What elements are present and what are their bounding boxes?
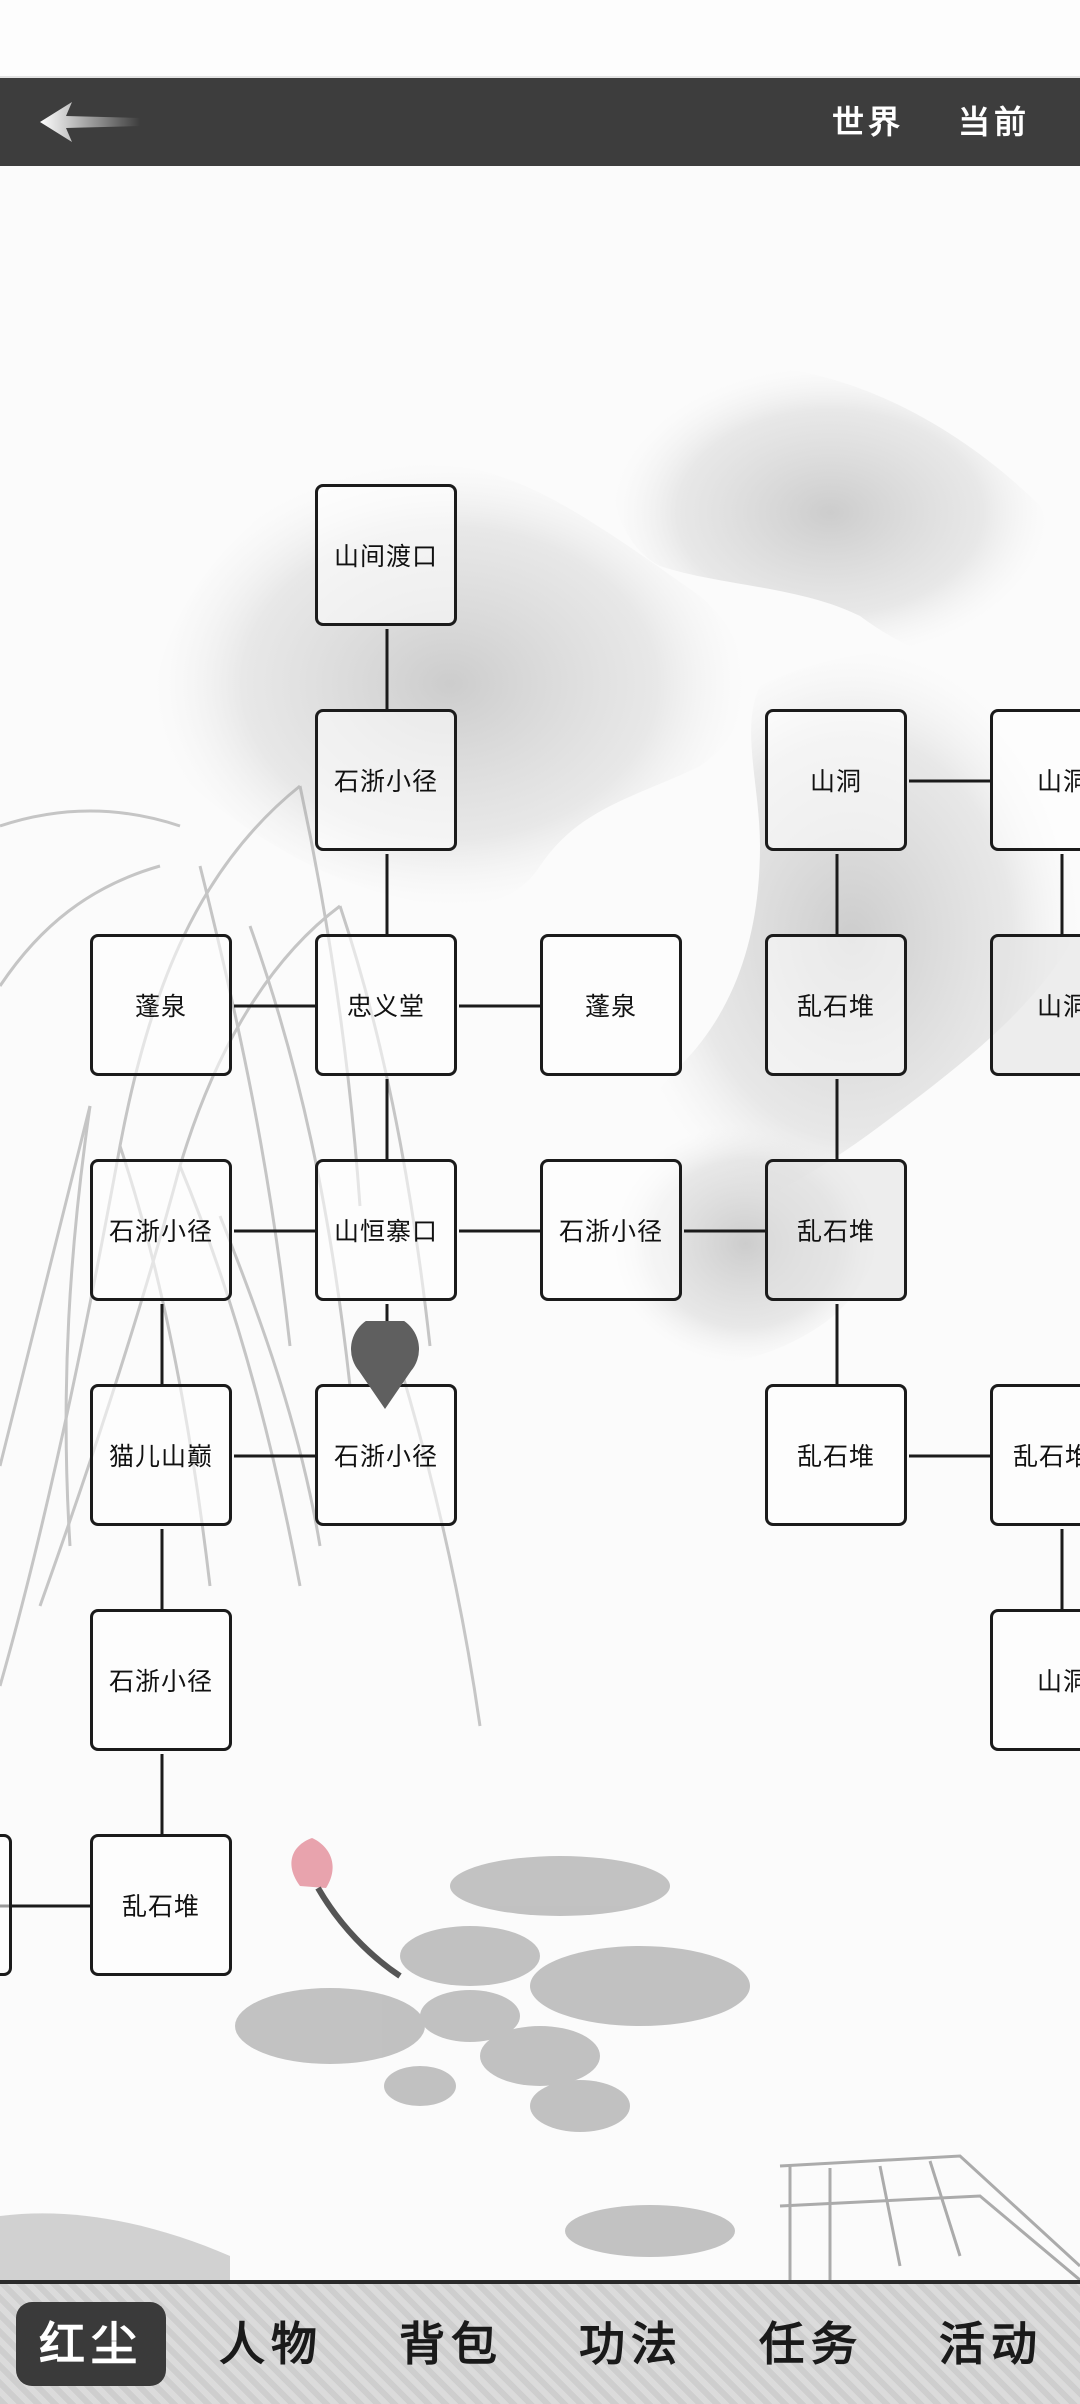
- map-node-luanshi-dui-3[interactable]: 乱石堆: [765, 1384, 907, 1526]
- map-node-shizhe-xiaojing[interactable]: 石浙小径: [315, 709, 457, 851]
- map-node-pengquan-left[interactable]: 蓬泉: [90, 934, 232, 1076]
- map-node-shandong-right-2[interactable]: 山洞: [990, 934, 1080, 1076]
- location-pin-icon: [351, 1321, 419, 1409]
- tab-gongfa[interactable]: 功法: [579, 2317, 683, 2371]
- map-node-luanshi-dui-5[interactable]: 乱石堆: [90, 1834, 232, 1976]
- map-node-shanheng-zhaikou[interactable]: 山恒寨口: [315, 1159, 457, 1301]
- map-node-zhongyi-tang[interactable]: 忠义堂: [315, 934, 457, 1076]
- world-map-button[interactable]: 世界: [832, 103, 905, 141]
- map-node-shizhe-xiaojing-east[interactable]: 石浙小径: [540, 1159, 682, 1301]
- map-connections: [0, 629, 1064, 1908]
- map-view: 山间渡口 石浙小径 山洞 山洞 蓬泉 忠义堂 蓬泉 乱石堆 山洞 石浙小径 山恒…: [0, 166, 1080, 2280]
- bottom-nav: 红尘 人物 背包 功法 任务 活动: [0, 2280, 1080, 2404]
- tab-hongchen[interactable]: 红尘: [16, 2302, 166, 2386]
- tab-renwu-quest[interactable]: 任务: [759, 2317, 863, 2371]
- current-map-button[interactable]: 当前: [958, 103, 1031, 141]
- map-node-shizhe-xiaojing-south[interactable]: 石浙小径: [90, 1609, 232, 1751]
- map-node-luanshi-dui[interactable]: 乱石堆: [765, 934, 907, 1076]
- map-node-shanjian-dukou[interactable]: 山间渡口: [315, 484, 457, 626]
- map-node-luanshi-dui-2[interactable]: 乱石堆: [765, 1159, 907, 1301]
- tab-beibao[interactable]: 背包: [399, 2317, 503, 2371]
- map-node-shandong-right[interactable]: 山洞: [990, 709, 1080, 851]
- tab-huodong[interactable]: 活动: [939, 2317, 1043, 2371]
- map-node-shandong-right-3[interactable]: 山洞: [990, 1609, 1080, 1751]
- top-bar: 世界 当前: [0, 78, 1080, 166]
- map-node-shandong[interactable]: 山洞: [765, 709, 907, 851]
- map-node-luanshi-dui-4[interactable]: 乱石堆: [990, 1384, 1080, 1526]
- map-node-maoer-shandian[interactable]: 猫儿山巅: [90, 1384, 232, 1526]
- map-node-pengquan-right[interactable]: 蓬泉: [540, 934, 682, 1076]
- back-arrow-icon[interactable]: [30, 92, 150, 152]
- status-strip: [0, 0, 1080, 78]
- map-node-current-location[interactable]: 石浙小径: [315, 1384, 457, 1526]
- map-node-shizhe-xiaojing-west[interactable]: 石浙小径: [90, 1159, 232, 1301]
- map-node-offscreen-left[interactable]: [0, 1834, 12, 1976]
- tab-renwu[interactable]: 人物: [219, 2317, 323, 2371]
